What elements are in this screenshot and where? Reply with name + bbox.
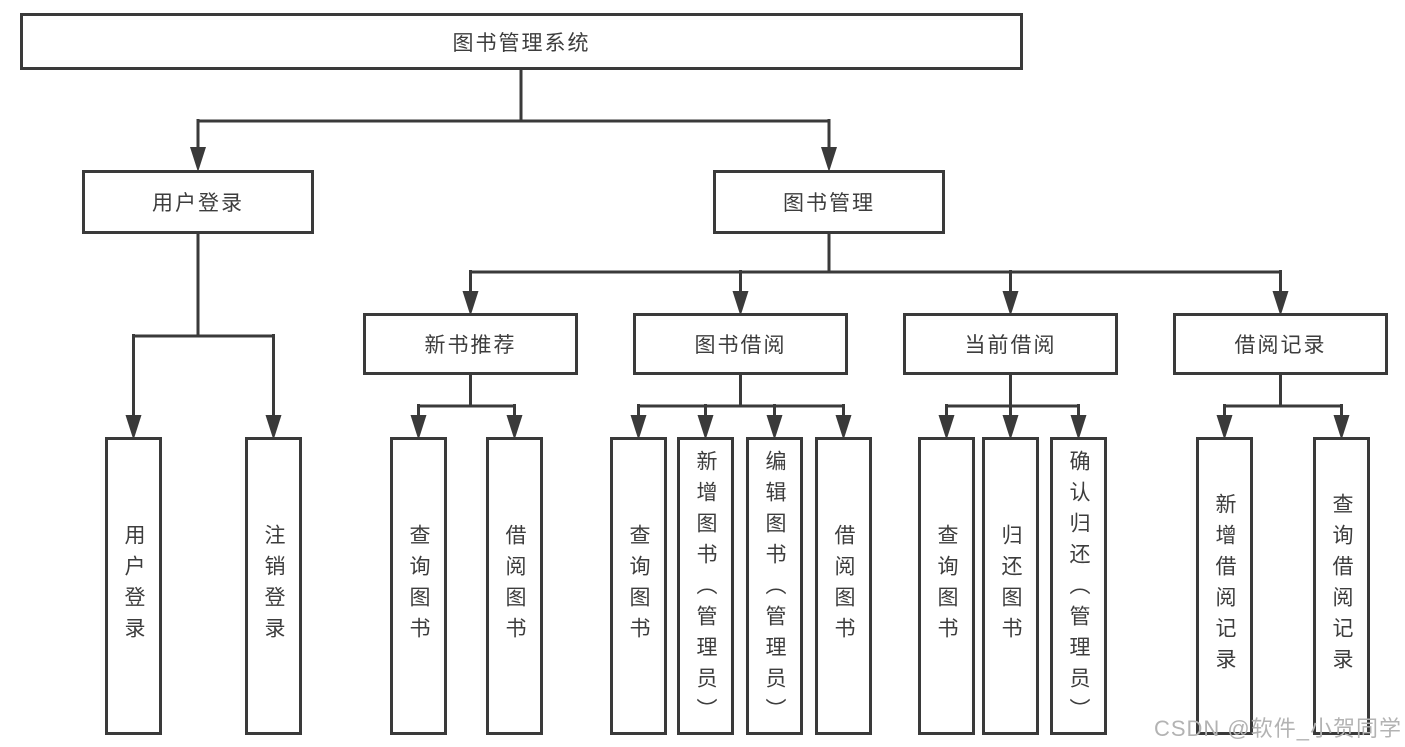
leaf-confirm-return-admin: 确认归还（管理员） [1050,437,1107,735]
leaf-user-login: 用户登录 [105,437,162,735]
node-book-management: 图书管理 [713,170,945,234]
leaf-query-books-current: 查询图书 [918,437,975,735]
node-borrowing-records: 借阅记录 [1173,313,1388,375]
leaf-query-books-recommend: 查询图书 [390,437,447,735]
node-new-book-recommendation: 新书推荐 [363,313,578,375]
leaf-return-books: 归还图书 [982,437,1039,735]
csdn-watermark: CSDN @软件_小贺同学 [1153,716,1402,741]
leaf-query-borrow-record: 查询借阅记录 [1313,437,1370,735]
leaf-borrow-books-recommend: 借阅图书 [486,437,543,735]
node-user-login: 用户登录 [82,170,314,234]
arrowheads [125,147,1350,440]
leaf-logout: 注销登录 [245,437,302,735]
leaf-borrow-books-borrowing: 借阅图书 [815,437,872,735]
leaf-add-borrow-record: 新增借阅记录 [1196,437,1253,735]
node-root-system: 图书管理系统 [20,13,1023,70]
leaf-add-book-admin: 新增图书（管理员） [677,437,734,735]
leaf-query-books-borrowing: 查询图书 [610,437,667,735]
leaf-edit-book-admin: 编辑图书（管理员） [746,437,803,735]
node-book-borrowing: 图书借阅 [633,313,848,375]
node-current-borrowing: 当前借阅 [903,313,1118,375]
